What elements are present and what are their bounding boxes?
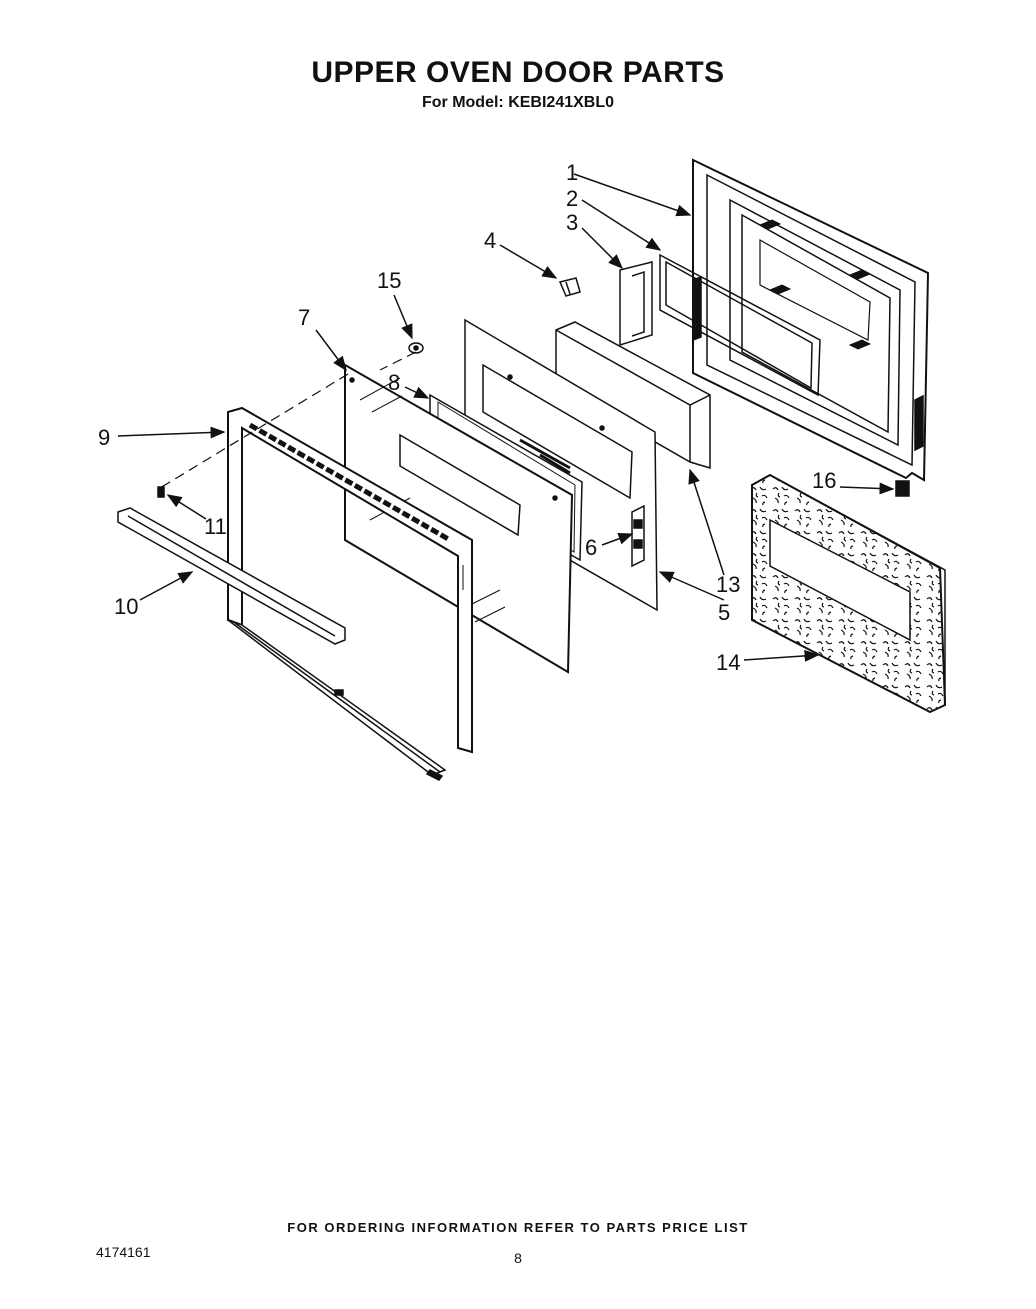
callout-3: 3 [566, 210, 578, 235]
callout-15: 15 [377, 268, 401, 293]
callout-14: 14 [716, 650, 740, 675]
callout-10: 10 [114, 594, 138, 619]
part-10-door-handle [117, 507, 346, 645]
alignment-dashed-lines [159, 351, 417, 489]
part-6-bracket [631, 504, 645, 568]
part-15-screw [408, 342, 424, 354]
part-11-clip [157, 486, 165, 498]
callout-2: 2 [566, 186, 578, 211]
part-4-clip [558, 277, 581, 297]
callout-4: 4 [484, 228, 496, 253]
part-3-channel [619, 261, 653, 347]
page-number: 8 [514, 1250, 522, 1266]
ordering-note: FOR ORDERING INFORMATION REFER TO PARTS … [287, 1220, 749, 1235]
callout-labels: 1 2 3 4 15 7 8 9 11 10 6 13 5 14 16 [98, 160, 836, 675]
callout-6: 6 [585, 535, 597, 560]
page-title: UPPER OVEN DOOR PARTS [311, 56, 725, 89]
callout-5: 5 [718, 600, 730, 625]
part-14-insulation [751, 473, 947, 714]
callout-8: 8 [388, 370, 400, 395]
callout-13: 13 [716, 572, 740, 597]
document-number: 4174161 [96, 1244, 151, 1260]
part-1-inner-door-panel [692, 158, 930, 482]
callout-7: 7 [298, 305, 310, 330]
leader-arrows [117, 173, 895, 662]
callout-1: 1 [566, 160, 578, 185]
callout-16: 16 [812, 468, 836, 493]
callout-9: 9 [98, 425, 110, 450]
callout-11: 11 [204, 514, 227, 539]
part-9-outer-door-frame [227, 406, 473, 781]
part-16-clip [895, 480, 910, 497]
part-2-wire-frame [659, 253, 821, 397]
model-subtitle: For Model: KEBI241XBL0 [421, 94, 615, 111]
